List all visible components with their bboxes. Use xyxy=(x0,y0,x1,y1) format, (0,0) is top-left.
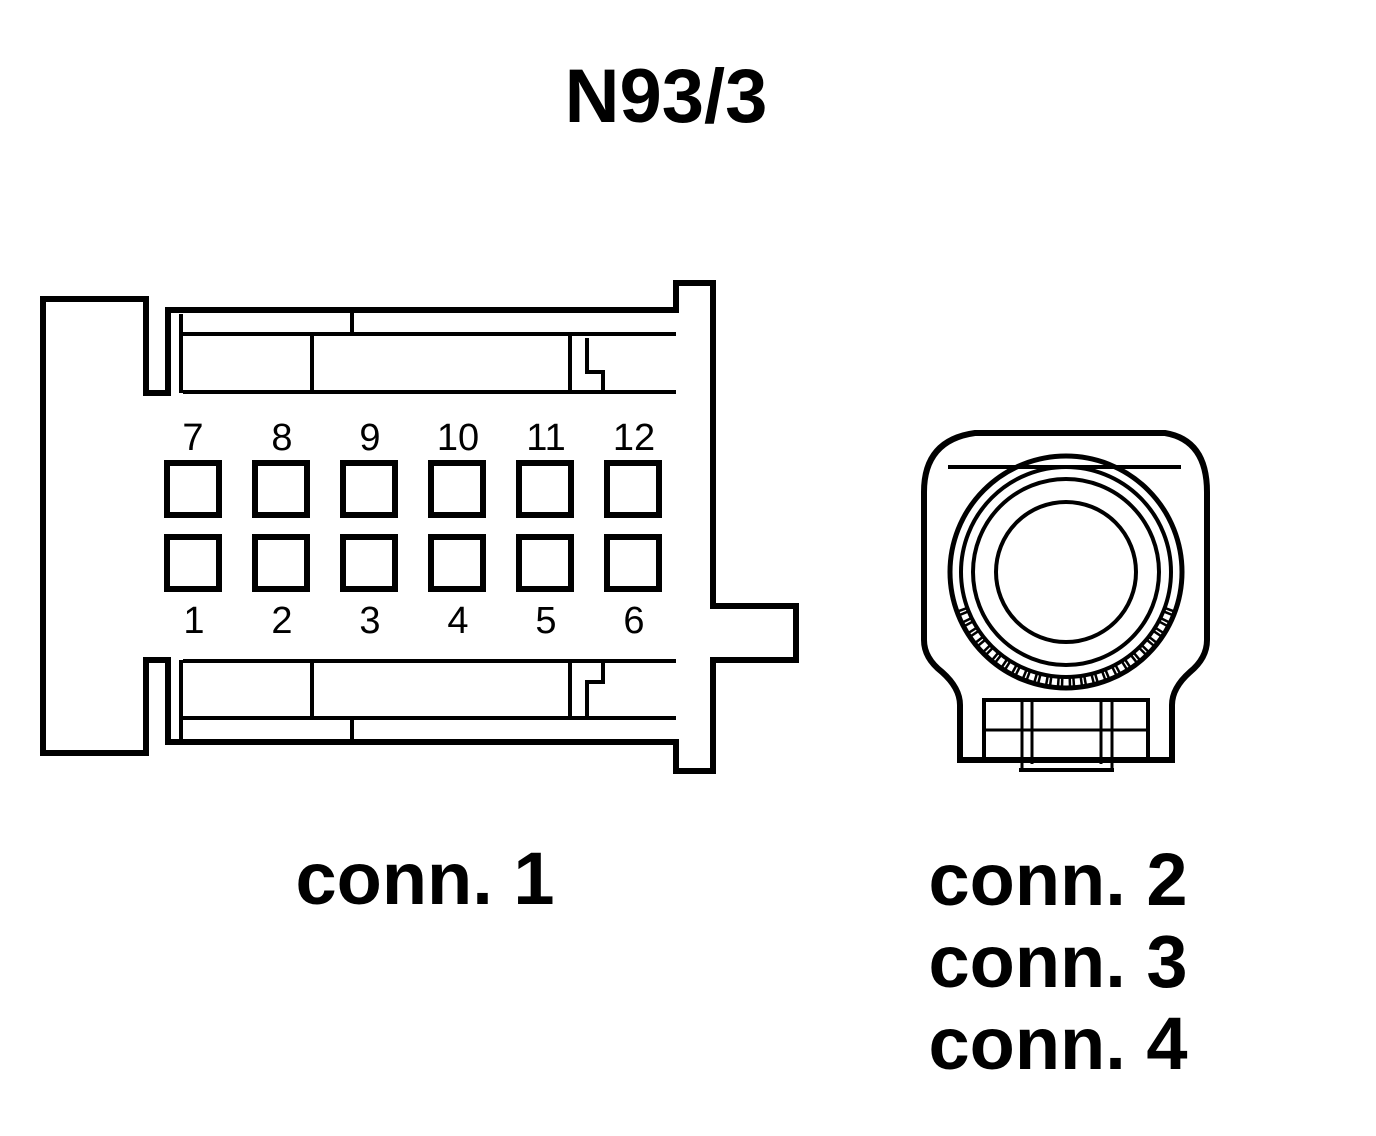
pin-label: 10 xyxy=(437,417,479,459)
connector-1-bottom-pin-labels: 1 2 3 4 5 6 xyxy=(183,600,644,642)
knurl-tick xyxy=(976,638,987,648)
knurl-tick xyxy=(1104,668,1111,681)
knurl-tick xyxy=(1100,670,1107,682)
knurl-tick xyxy=(1138,646,1148,657)
knurl-tick xyxy=(973,635,985,645)
knurl-tick xyxy=(1025,670,1032,682)
knurl-tick xyxy=(1147,635,1159,645)
knurl-tick xyxy=(1154,626,1166,635)
pin-cavity-8 xyxy=(252,460,310,518)
knurl-tick xyxy=(1013,665,1022,677)
pin-label: 2 xyxy=(271,600,292,642)
knurl-tick xyxy=(984,646,994,657)
pin-cavity-6 xyxy=(604,534,662,592)
round-connector-outline xyxy=(921,430,1210,763)
pin-cavity-9 xyxy=(340,460,398,518)
knurl-tick xyxy=(1164,606,1176,613)
knurl-tick xyxy=(1114,664,1122,675)
knurl-tick xyxy=(1010,664,1018,675)
knurl-tick xyxy=(1093,672,1100,684)
knurl-tick xyxy=(981,644,992,654)
knurl-tick xyxy=(1036,673,1042,685)
pin-cavity-2 xyxy=(252,534,310,592)
pin-label: 8 xyxy=(271,417,292,459)
pin-label: 4 xyxy=(447,600,468,642)
knurl-tick xyxy=(1129,653,1139,665)
knurl-tick xyxy=(1110,665,1119,677)
knurl-tick xyxy=(990,651,1000,662)
knurl-tick xyxy=(1021,668,1028,681)
knurl-tick xyxy=(1072,676,1076,688)
knurl-tick xyxy=(1032,672,1039,684)
knurl-tick xyxy=(1044,675,1050,687)
connector-1-housing xyxy=(40,280,799,774)
knurl-tick xyxy=(1123,658,1132,669)
knurl-tick xyxy=(1056,676,1060,688)
pin-label: 9 xyxy=(359,417,380,459)
knurl-tick xyxy=(1003,660,1012,672)
pin-cavity-1 xyxy=(164,534,222,592)
round-connector-label-3: conn. 3 xyxy=(928,920,1187,1003)
knurl-tick xyxy=(1152,629,1163,638)
pin-cavity-4 xyxy=(428,534,486,592)
knurl-tick xyxy=(1000,658,1009,669)
pin-label: 11 xyxy=(526,417,565,459)
knurl-tick xyxy=(1048,675,1053,688)
knurl-tick xyxy=(1159,616,1171,625)
pin-cavity-7 xyxy=(164,460,222,518)
knurl-tick xyxy=(1140,644,1151,654)
pin-cavity-12 xyxy=(604,460,662,518)
pin-cavity-3 xyxy=(340,534,398,592)
knurl-tick xyxy=(969,629,980,638)
knurl-tick xyxy=(957,610,970,617)
pin-cavity-11 xyxy=(516,460,574,518)
pin-cavity-10 xyxy=(428,460,486,518)
knurl-tick xyxy=(1079,675,1084,688)
pin-label: 1 xyxy=(183,600,204,642)
knurl-tick xyxy=(966,626,978,635)
connector-1-pin-grid xyxy=(164,460,662,592)
connector-1-outline xyxy=(40,280,799,774)
pin-label: 12 xyxy=(613,417,655,459)
knurl-tick xyxy=(1158,620,1169,628)
round-connector-label-4: conn. 4 xyxy=(928,1002,1187,1085)
knurl-tick xyxy=(1082,675,1088,687)
pin-cavity-5 xyxy=(516,534,574,592)
connector-1-top-pin-labels: 7 8 9 10 11 12 xyxy=(182,417,655,459)
knurl-tick xyxy=(956,606,968,613)
pin-label: 3 xyxy=(359,600,380,642)
pin-label: 5 xyxy=(535,600,556,642)
round-connector-label-2: conn. 2 xyxy=(928,838,1187,921)
round-connector-housing xyxy=(921,430,1210,772)
knurl-tick xyxy=(1090,673,1096,685)
pin-label: 6 xyxy=(623,600,644,642)
knurl-tick xyxy=(963,620,974,628)
knurled-ring xyxy=(959,465,1173,679)
diagram-title: N93/3 xyxy=(565,54,768,139)
connector-1-label: conn. 1 xyxy=(295,837,554,920)
knurl-tick xyxy=(1145,638,1156,648)
knurl-tick xyxy=(961,616,973,625)
knurl-tick xyxy=(1162,610,1175,617)
knurl-tick xyxy=(1120,660,1129,672)
pin-label: 7 xyxy=(182,417,203,459)
knurl-tick xyxy=(1132,651,1142,662)
knurl-tick xyxy=(993,653,1003,665)
center-socket xyxy=(994,500,1138,644)
